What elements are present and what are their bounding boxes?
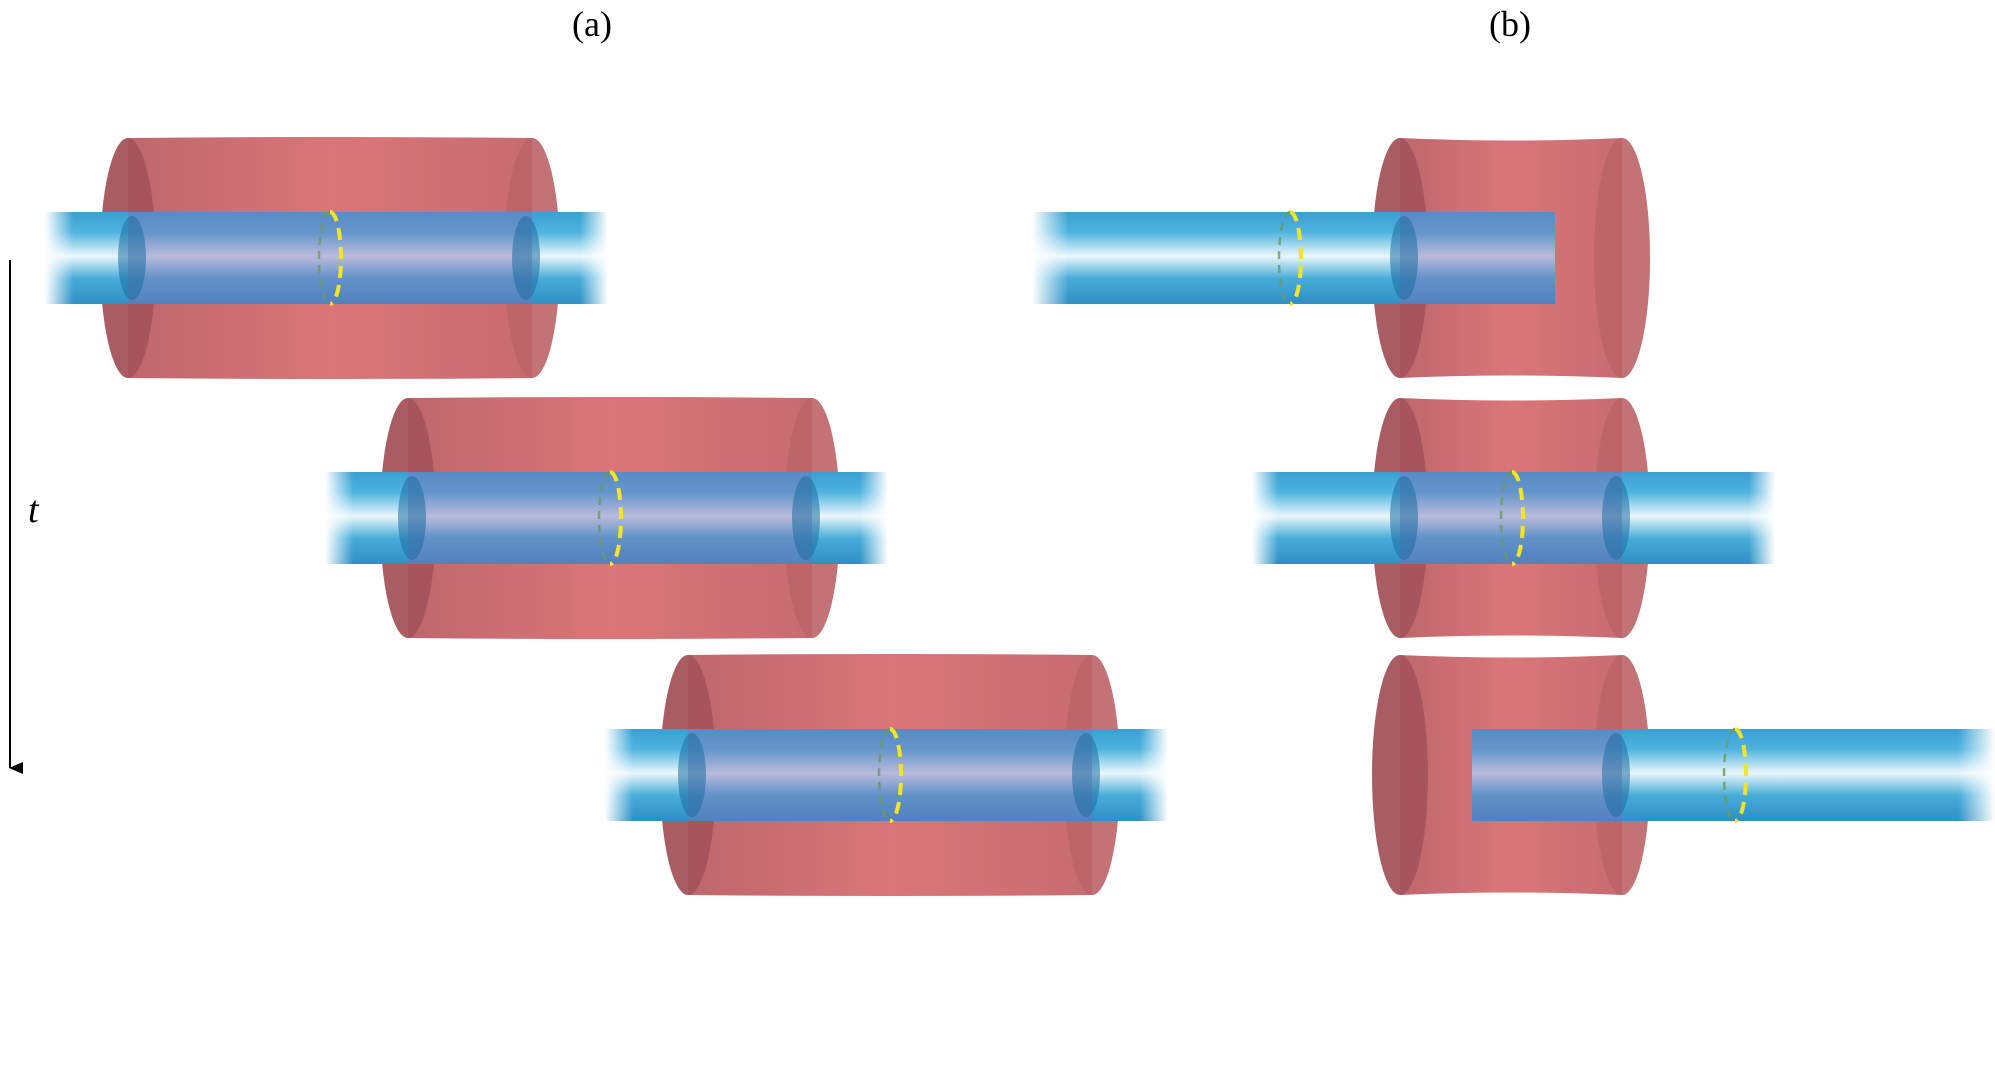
cross-section-left [118, 216, 146, 300]
dashed-ring [1499, 470, 1525, 566]
ring-front [889, 727, 903, 823]
cross-section-left [1390, 476, 1418, 560]
beam [1252, 472, 1775, 564]
scene-a-3 [605, 654, 1168, 896]
ring-front [329, 210, 343, 306]
cross-section-right [1602, 733, 1630, 817]
ring-front [1734, 727, 1748, 823]
beam-mirror-overlay [1472, 729, 1622, 821]
cross-section-left [678, 733, 706, 817]
beam-cylinder [1472, 729, 1995, 821]
dashed-ring [877, 727, 903, 823]
panel-label-a: (a) [572, 4, 612, 44]
dashed-ring [1722, 727, 1748, 823]
beam-mirror-overlay [1400, 212, 1555, 304]
scene-b-1 [1032, 138, 1650, 378]
ring-back [1277, 210, 1291, 306]
beam-mirror-overlay [408, 472, 812, 564]
mirror-left-face [1372, 655, 1428, 895]
panel-label-b: (b) [1489, 4, 1531, 44]
ring-front [609, 470, 623, 566]
ring-front [1511, 470, 1525, 566]
beam-mirror-overlay [688, 729, 1092, 821]
cross-section-right [1602, 476, 1630, 560]
time-axis-label: t [28, 489, 40, 531]
scene-a-1 [45, 137, 608, 379]
dashed-ring [1277, 210, 1303, 306]
cross-section-right [512, 216, 540, 300]
beam-cylinder [1032, 212, 1555, 304]
panel-a [45, 137, 1168, 896]
ring-front [1289, 210, 1303, 306]
dashed-ring [597, 470, 623, 566]
beam-mirror-overlay [1400, 472, 1622, 564]
scene-a-2 [325, 397, 888, 639]
cavity-scenes [45, 137, 1995, 896]
beam [1472, 729, 1995, 821]
beam-cylinder [1252, 472, 1775, 564]
panel-b [1032, 138, 1995, 895]
ring-back [317, 210, 331, 306]
cross-section-left [398, 476, 426, 560]
beam [1032, 212, 1555, 304]
ring-back [597, 470, 611, 566]
cross-section-left [1390, 216, 1418, 300]
beam-mirror-overlay [128, 212, 532, 304]
ring-back [877, 727, 891, 823]
mirror-right-rim [1594, 138, 1650, 378]
ring-back [1722, 727, 1736, 823]
cross-section-right [792, 476, 820, 560]
ring-back [1499, 470, 1513, 566]
scene-b-2 [1252, 398, 1775, 638]
dashed-ring [317, 210, 343, 306]
cross-section-right [1072, 733, 1100, 817]
scene-b-3 [1372, 655, 1995, 895]
